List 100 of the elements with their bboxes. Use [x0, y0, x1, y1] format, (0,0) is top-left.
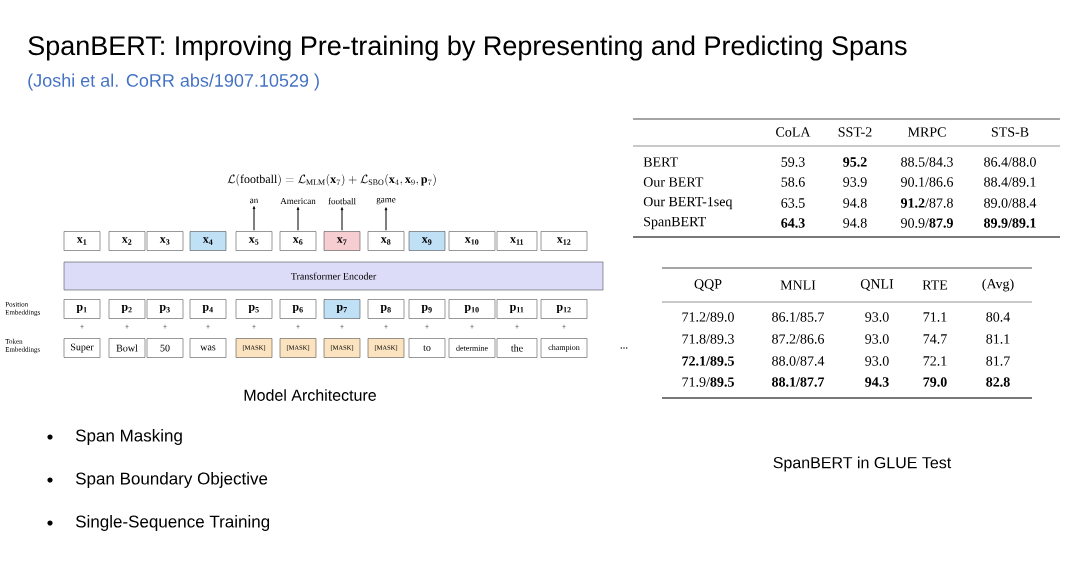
table-cell: 89.0/88.4 — [984, 198, 1037, 208]
plus-sign: + — [252, 324, 256, 329]
table-cell: 82.8 — [986, 377, 1010, 387]
table-cell: 71.1 — [923, 312, 947, 322]
embedding-box: p$_{4}$ — [189, 299, 227, 319]
token-box: x$_{4}$ — [189, 231, 227, 251]
table-header: SST-2 — [838, 127, 872, 137]
table-cell: 90.1/86.6 — [901, 177, 954, 187]
caption-text: Model Architecture — [244, 389, 376, 401]
bullet-item: Span Boundary Objective — [47, 472, 268, 488]
plus-sign: + — [296, 324, 300, 329]
plus-sign: + — [206, 324, 210, 329]
table-cell: 80.4 — [986, 312, 1011, 322]
token-box: Bowl — [108, 338, 146, 358]
plus-sign: + — [340, 324, 344, 329]
table-cell: 90.9/87.9 — [901, 218, 953, 228]
table-cell: 93.9 — [843, 177, 867, 187]
table-cell: SpanBERT — [644, 216, 706, 230]
token-box: x$_{6}$ — [279, 231, 317, 251]
token-box: x$_{2}$ — [108, 231, 146, 251]
table-header: MRPC — [907, 127, 946, 137]
table-cell: 71.8/89.3 — [682, 334, 734, 344]
table-cell: 81.7 — [986, 356, 1010, 366]
embedding-box: p$_{11}$ — [496, 299, 538, 319]
plus-sign: + — [425, 324, 429, 329]
table-cell: Our BERT — [643, 177, 704, 187]
table-cell: 59.3 — [781, 157, 805, 167]
arrow — [340, 207, 344, 231]
table-cell: 93.0 — [865, 312, 889, 322]
plus-sign: + — [515, 324, 519, 329]
table-header: QNLI — [860, 279, 894, 291]
plus-sign: + — [470, 324, 474, 329]
table-cell: 94.8 — [843, 198, 867, 208]
token-box: x$_{8}$ — [367, 231, 405, 251]
bullet-item: Single-Sequence Training — [47, 515, 270, 531]
token-box: to — [408, 338, 446, 358]
table-cell: 72.1 — [923, 356, 947, 366]
output-word: game — [376, 197, 396, 205]
token-box: champion — [540, 338, 588, 358]
bullet-item: Span Masking — [47, 429, 182, 445]
encoder-box: Transformer Encoder — [63, 261, 604, 291]
table-cell: 74.7 — [923, 334, 947, 344]
token-box: x$_{1}$ — [63, 231, 101, 251]
embedding-box: p$_{12}$ — [540, 299, 588, 319]
embedding-box: p$_{5}$ — [235, 299, 273, 319]
embedding-box: p$_{7}$ — [323, 299, 361, 319]
token-box: x$_{7}$ — [323, 231, 361, 251]
table-cell: 71.2/89.0 — [682, 312, 734, 322]
ellipsis: ... — [620, 347, 628, 349]
token-box: x$_{10}$ — [448, 231, 496, 251]
arrow — [252, 206, 256, 231]
citation-text: (Joshi et al. CoRR abs/1907.10529 ) — [28, 73, 319, 91]
table-cell: 88.5/84.3 — [901, 157, 953, 167]
token-box: x$_{12}$ — [540, 231, 588, 251]
token-box: the — [496, 338, 538, 358]
table-cell: 94.8 — [843, 218, 867, 228]
plus-sign: + — [562, 324, 566, 329]
table-cell: 95.2 — [843, 157, 867, 167]
table-cell: 63.5 — [781, 198, 805, 208]
token-box: determine — [448, 338, 496, 358]
table-cell: 91.2/87.8 — [900, 198, 953, 208]
table-cell: 79.0 — [923, 377, 947, 387]
loss-formula: $\mathcal{L}(\mathrm{football}) = \mathcal{L}_{\mathrm{MLM}}(\mathbf{x}_7) + \mathcal{L}_{\mathrm{SBO}}(\mathbf{x}_4, \mathbf{x}_9, \mathbf{p}_7)$ — [227, 174, 436, 186]
table-cell: 94.3 — [865, 377, 889, 387]
plus-sign: + — [125, 324, 129, 329]
token-box: x$_{5}$ — [235, 231, 273, 251]
slide-title: SpanBERT: Improving Pre-training by Representing and Predicting Spans — [28, 35, 907, 61]
embedding-box: p$_{1}$ — [63, 299, 101, 319]
token-box: x$_{9}$ — [408, 231, 446, 251]
table-cell: 89.9/89.1 — [984, 218, 1036, 228]
plus-sign: + — [163, 324, 167, 329]
table-cell: 86.1/85.7 — [772, 312, 825, 322]
table-cell: 58.6 — [781, 177, 805, 187]
table-header: MNLI — [780, 280, 816, 290]
table-cell: Our BERT-1seq — [643, 196, 733, 210]
token-box: x$_{3}$ — [146, 231, 184, 251]
table-header: CoLA — [776, 127, 811, 137]
token-box: x$_{11}$ — [496, 231, 538, 251]
token-box: Super — [63, 338, 101, 358]
table-cell: 72.1/89.5 — [682, 356, 734, 366]
table-cell: 81.1 — [986, 334, 1010, 344]
output-word: American — [280, 198, 316, 205]
plus-sign: + — [80, 324, 84, 329]
caption-text: SpanBERT in GLUE Test — [773, 456, 952, 472]
output-word: an — [250, 198, 259, 204]
table-cell: 88.0/87.4 — [772, 356, 825, 366]
table-cell: 64.3 — [781, 218, 805, 228]
embedding-box: p$_{8}$ — [367, 299, 405, 319]
plus-sign: + — [384, 324, 388, 329]
table-header: RTE — [922, 280, 948, 290]
embedding-box: p$_{10}$ — [448, 299, 496, 319]
table-cell: 88.4/89.1 — [984, 177, 1036, 187]
token-box: was — [189, 338, 227, 358]
table-header: STS-B — [991, 127, 1029, 137]
arrow — [296, 207, 300, 231]
table-header: (Avg) — [982, 278, 1014, 292]
output-word: football — [328, 197, 356, 205]
embedding-box: p$_{3}$ — [146, 299, 184, 319]
embedding-box: p$_{9}$ — [408, 299, 446, 319]
table-cell: 88.1/87.7 — [772, 377, 825, 387]
